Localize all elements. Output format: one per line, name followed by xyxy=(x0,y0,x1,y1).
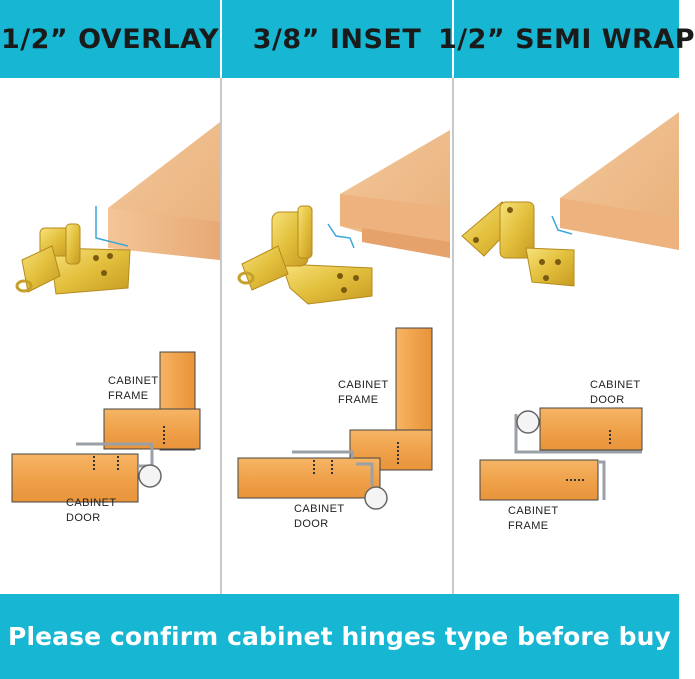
wood-board xyxy=(108,122,220,260)
header-overlay-title: 1/2” OVERLAY xyxy=(0,0,220,78)
wood-board xyxy=(560,112,679,250)
brass-hinge xyxy=(237,205,373,305)
panel-divider xyxy=(220,78,222,594)
footer-notice-text: Please confirm cabinet hinges type befor… xyxy=(8,622,671,651)
footer-banner: Please confirm cabinet hinges type befor… xyxy=(0,594,679,679)
header-semi-wrap-title: 1/2” SEMI WRAP xyxy=(438,0,695,78)
brass-hinge xyxy=(15,223,131,295)
semi-wrap-illustration xyxy=(461,112,679,501)
wood-board xyxy=(340,130,450,258)
inset-illustration xyxy=(237,130,450,510)
inset-diagram xyxy=(237,327,433,510)
overlay-illustration xyxy=(11,122,220,503)
semi-wrap-diagram xyxy=(479,407,643,501)
header-inset-title: 3/8” INSET xyxy=(220,0,452,78)
panel-divider xyxy=(452,78,454,594)
header-bar: 1/2” OVERLAY 3/8” INSET 1/2” SEMI WRAP xyxy=(0,0,695,78)
brass-hinge xyxy=(461,201,575,287)
overlay-diagram xyxy=(11,351,201,503)
